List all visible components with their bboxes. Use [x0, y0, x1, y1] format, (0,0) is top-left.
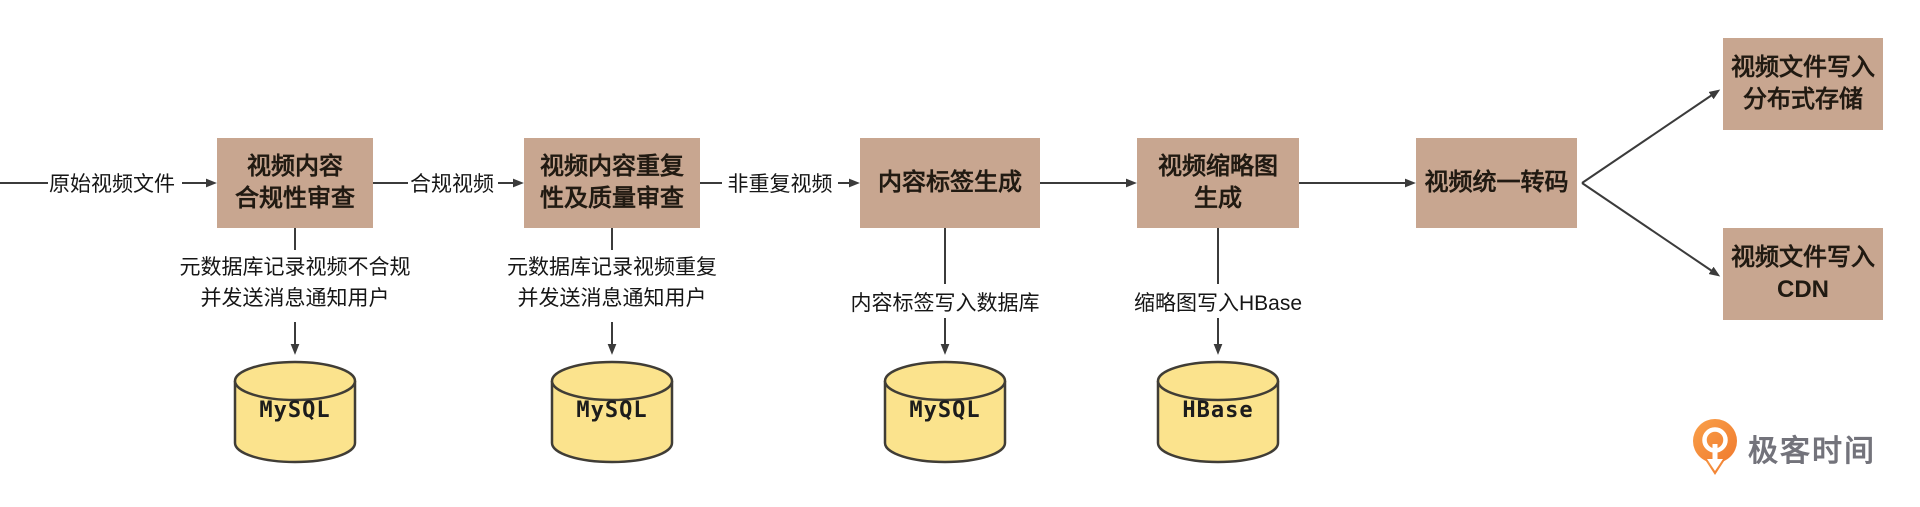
edge-label-compliant-video: 合规视频 [410, 173, 494, 196]
arrow-to-distributed-storage [1581, 89, 1721, 184]
edge-label-original-video: 原始视频文件 [49, 173, 175, 196]
node-write-distributed-storage: 视频文件写入 分布式存储 [1723, 38, 1883, 130]
note-duplication-record: 元数据库记录视频重复 并发送消息通知用户 [507, 256, 717, 310]
database-label: HBase [1182, 398, 1254, 423]
node-write-cdn: 视频文件写入 CDN [1723, 228, 1883, 320]
database-cylinder-icon [550, 360, 674, 464]
node-thumbnail-generation: 视频缩略图 生成 [1137, 138, 1299, 228]
database-cylinder-icon [883, 360, 1007, 464]
node-tag-generation: 内容标签生成 [860, 138, 1040, 228]
database-hbase-thumbnails: HBase [1153, 354, 1283, 466]
database-mysql-duplication: MySQL [547, 354, 677, 466]
database-mysql-compliance: MySQL [230, 354, 360, 466]
edge-label-unique-video: 非重复视频 [727, 173, 833, 196]
node-duplication-quality-review: 视频内容重复 性及质量审查 [524, 138, 700, 228]
database-cylinder-icon [233, 360, 357, 464]
geektime-logo: 极客时间 [1690, 417, 1876, 479]
database-label: MySQL [259, 398, 331, 423]
database-cylinder-icon [1156, 360, 1280, 464]
database-label: MySQL [576, 398, 648, 423]
database-mysql-tags: MySQL [880, 354, 1010, 466]
node-unified-transcode: 视频统一转码 [1416, 138, 1577, 228]
note-compliance-record: 元数据库记录视频不合规 并发送消息通知用户 [179, 256, 411, 310]
geektime-logo-text: 极客时间 [1748, 435, 1876, 468]
arrow-to-cdn [1581, 182, 1721, 277]
note-tag-write-db: 内容标签写入数据库 [850, 292, 1040, 315]
database-label: MySQL [909, 398, 981, 423]
note-thumbnail-write-hbase: 缩略图写入HBase [1133, 292, 1303, 315]
geektime-logo-icon [1693, 419, 1737, 475]
node-compliance-review: 视频内容 合规性审查 [217, 138, 373, 228]
